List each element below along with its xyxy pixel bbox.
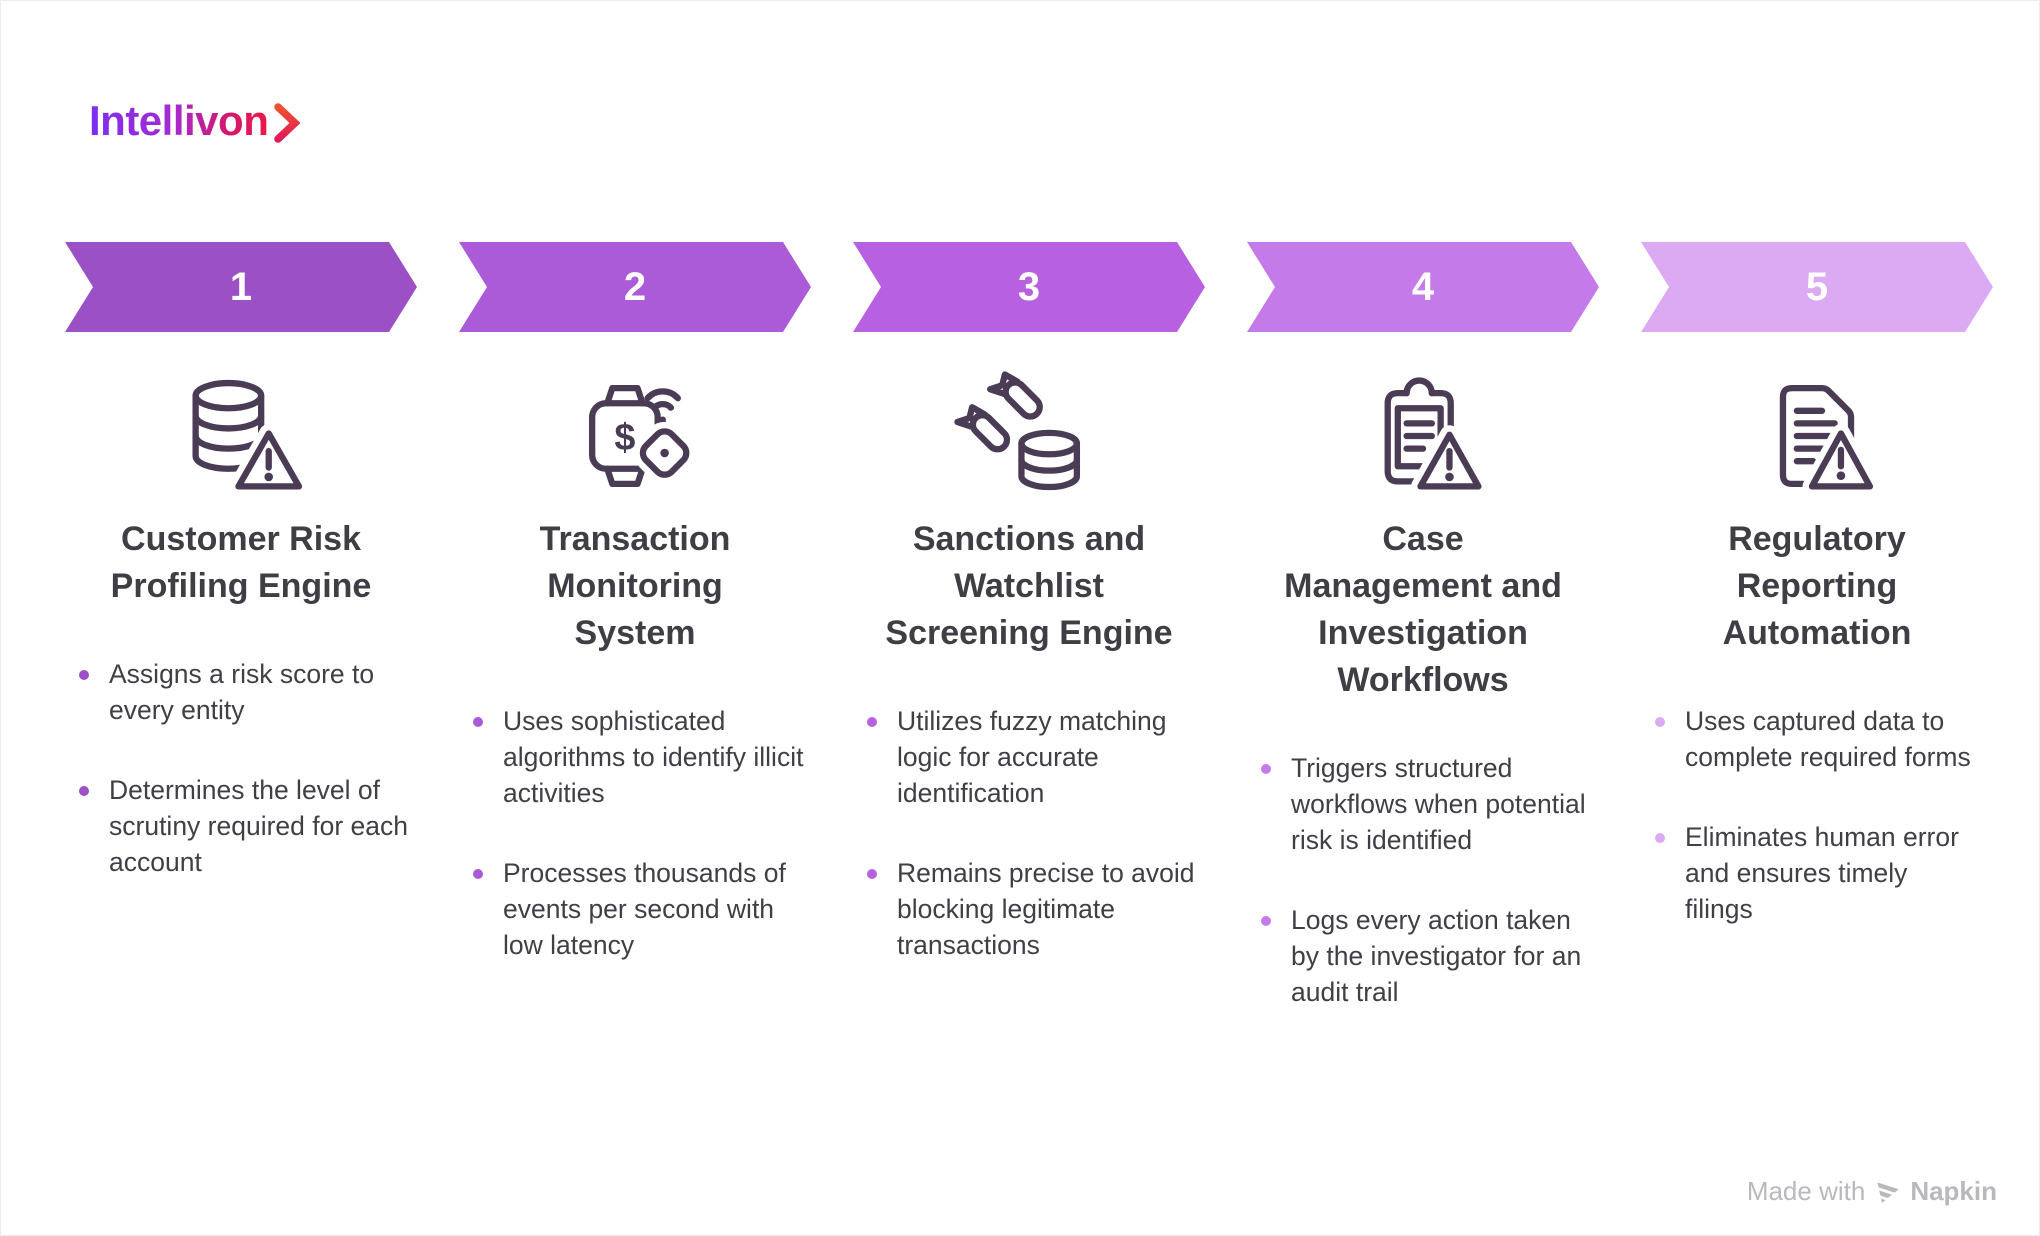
bombs-database-icon	[853, 368, 1205, 504]
step-title: Regulatory Reporting Automation	[1722, 520, 1912, 652]
bullet-dot	[1655, 833, 1665, 843]
watermark-prefix: Made with	[1746, 1176, 1866, 1206]
bullet-text: Uses captured data to complete required …	[1685, 706, 1971, 772]
bullet-text: Assigns a risk score to every entity	[109, 659, 375, 725]
bullet-text: Triggers structured workflows when poten…	[1291, 753, 1586, 855]
bullet-dot	[473, 717, 483, 727]
bullet-item: Assigns a risk score to every entity	[79, 656, 417, 728]
bullet-text: Uses sophisticated algorithms to identif…	[503, 706, 804, 808]
bullet-dot	[79, 670, 89, 680]
step-column-5: 5 Regulatory Reporting Automation	[1641, 242, 1993, 1010]
step-bullet-list: Triggers structured workflows when poten…	[1247, 750, 1599, 1010]
step-1-arrow-banner: 1	[65, 242, 417, 332]
bullet-dot	[1261, 764, 1271, 774]
step-number: 3	[1017, 264, 1041, 309]
bullet-text: Processes thousands of events per second…	[503, 858, 786, 960]
logo-chevron-icon	[274, 103, 301, 143]
steps-row: 1 Customer Risk Profiling Engine	[65, 242, 1993, 1010]
clipboard-alert-icon	[1247, 368, 1599, 504]
step-bullet-list: Uses captured data to complete required …	[1641, 703, 1993, 927]
step-number: 4	[1411, 264, 1435, 309]
step-number: 5	[1805, 264, 1829, 309]
logo-text: Intellivon	[89, 97, 269, 144]
smartwatch-payment-icon: $	[459, 368, 811, 504]
bullet-dot	[473, 869, 483, 879]
bullet-text: Utilizes fuzzy matching logic for accura…	[897, 706, 1167, 808]
logo: Intellivon	[89, 97, 301, 145]
step-5-arrow-banner: 5	[1641, 242, 1993, 332]
bullet-item: Remains precise to avoid blocking legiti…	[867, 855, 1205, 963]
step-2-arrow-banner: 2	[459, 242, 811, 332]
bullet-item: Uses sophisticated algorithms to identif…	[473, 703, 811, 811]
bullet-dot	[1261, 916, 1271, 926]
made-with-napkin-badge[interactable]: Made with Napkin	[1747, 1176, 1997, 1207]
bullet-text: Determines the level of scrutiny require…	[109, 775, 409, 877]
bullet-item: Utilizes fuzzy matching logic for accura…	[867, 703, 1205, 811]
step-title: Case Management and Investigation Workfl…	[1284, 520, 1562, 699]
bullet-dot	[1655, 717, 1665, 727]
step-title: Customer Risk Profiling Engine	[110, 520, 372, 605]
svg-text:$: $	[614, 417, 635, 459]
step-bullet-list: Assigns a risk score to every entity Det…	[65, 656, 417, 880]
step-column-4: 4 Case Management and Investigation Work…	[1247, 242, 1599, 1010]
document-alert-icon	[1641, 368, 1993, 504]
bullet-item: Eliminates human error and ensures timel…	[1655, 819, 1993, 927]
watermark-brand: Napkin	[1910, 1176, 1997, 1206]
bullet-text: Remains precise to avoid blocking legiti…	[897, 858, 1195, 960]
step-column-3: 3 Sanctions and Watchlist	[853, 242, 1205, 1010]
napkin-logo-icon	[1877, 1180, 1900, 1203]
bullet-item: Determines the level of scrutiny require…	[79, 772, 417, 880]
step-column-1: 1 Customer Risk Profiling Engine	[65, 242, 417, 1010]
bullet-dot	[79, 786, 89, 796]
bullet-item: Triggers structured workflows when poten…	[1261, 750, 1599, 858]
step-title: Transaction Monitoring System	[539, 520, 731, 652]
step-title: Sanctions and Watchlist Screening Engine	[885, 520, 1173, 652]
step-bullet-list: Utilizes fuzzy matching logic for accura…	[853, 703, 1205, 963]
step-column-2: 2 $ Transaction Monitoring System	[459, 242, 811, 1010]
bullet-dot	[867, 717, 877, 727]
step-4-arrow-banner: 4	[1247, 242, 1599, 332]
step-number: 2	[623, 264, 647, 309]
step-3-arrow-banner: 3	[853, 242, 1205, 332]
bullet-dot	[867, 869, 877, 879]
bullet-item: Logs every action taken by the investiga…	[1261, 902, 1599, 1010]
bullet-text: Eliminates human error and ensures timel…	[1685, 822, 1959, 924]
step-bullet-list: Uses sophisticated algorithms to identif…	[459, 703, 811, 963]
bullet-item: Uses captured data to complete required …	[1655, 703, 1993, 775]
bullet-text: Logs every action taken by the investiga…	[1291, 905, 1582, 1007]
step-number: 1	[229, 264, 253, 309]
bullet-item: Processes thousands of events per second…	[473, 855, 811, 963]
database-alert-icon	[65, 368, 417, 504]
